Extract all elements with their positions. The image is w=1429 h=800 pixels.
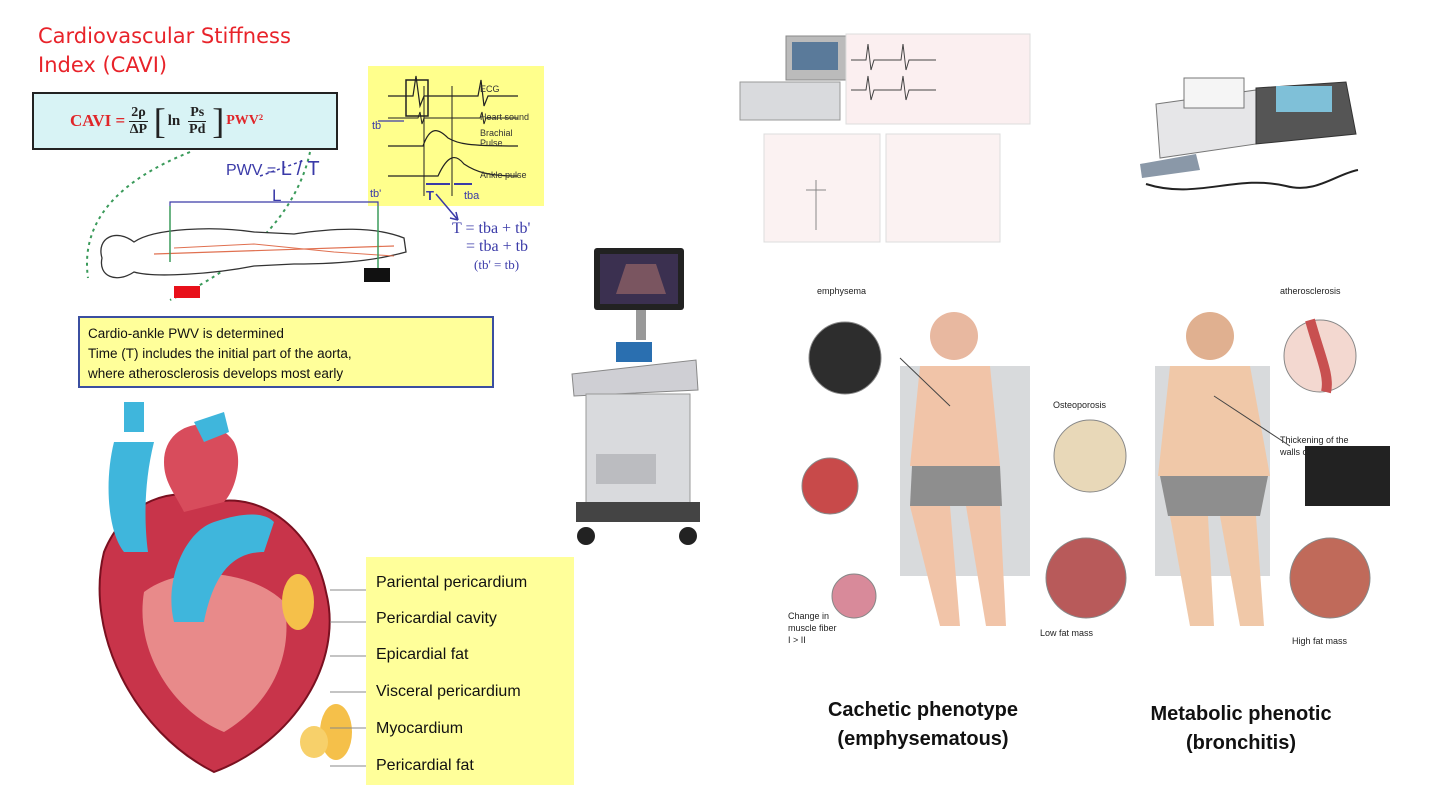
ultrasound-machine-image bbox=[571, 248, 700, 545]
arrow-to-equation bbox=[435, 193, 459, 221]
layer-leader-lines bbox=[330, 589, 370, 767]
t-tick: T bbox=[426, 188, 434, 203]
cavi-formula-box: CAVI = 2ρ ΔP [ ln Ps Pd ] PWV² bbox=[32, 92, 338, 150]
cachetic-caption-line1: Cachetic phenotype bbox=[827, 699, 1019, 721]
emphysema-label: emphysema bbox=[817, 286, 867, 296]
atherosclerosis-label: atherosclerosis bbox=[1280, 286, 1341, 296]
layer-label: Visceral pericardium bbox=[376, 683, 521, 700]
layer-label: Pariental pericardium bbox=[376, 574, 528, 591]
body-outline-figure bbox=[100, 201, 407, 298]
frac2-num: Ps bbox=[188, 104, 207, 122]
cavi-title: Cardiovascular Stiffness Index (CAVI) bbox=[38, 22, 291, 80]
frac1-num: 2ρ bbox=[129, 104, 148, 122]
t-eq-line3: (tb' = tb) bbox=[474, 257, 520, 272]
ecg-recorder-charts-image bbox=[739, 33, 1031, 243]
layer-label: Pericardial cavity bbox=[376, 610, 497, 627]
note-line: Cardio-ankle PWV is determined bbox=[88, 326, 284, 341]
cachetic-caption-line2: (emphysematous) bbox=[837, 728, 1009, 750]
pwv-expr: L / T bbox=[280, 158, 320, 180]
heart-sound-label: Heart sound bbox=[480, 112, 530, 122]
note-line: Time (T) includes the initial part of th… bbox=[88, 346, 352, 361]
time-equation: T = tba + tb' = tba + tb (tb' = tb) bbox=[452, 220, 530, 274]
osteoporosis-label: Osteoporosis bbox=[1053, 400, 1107, 410]
formula-pwv-squared: PWV² bbox=[226, 113, 264, 128]
cavi-note-box: Cardio-ankle PWV is determined Time (T) … bbox=[78, 316, 494, 388]
formula-frac2: Ps Pd bbox=[188, 104, 207, 138]
heart-illustration bbox=[98, 402, 352, 774]
pwv-formula: PWV = L / T bbox=[226, 158, 320, 181]
phenotype-illustrations bbox=[801, 312, 1390, 626]
cavi-formula: CAVI = 2ρ ΔP [ ln Ps Pd ] PWV² bbox=[70, 94, 263, 148]
dotted-arrows bbox=[86, 151, 311, 301]
pwv-label: PWV = bbox=[226, 162, 277, 179]
metabolic-caption-line1: Metabolic phenotic bbox=[1150, 703, 1332, 725]
frac2-den: Pd bbox=[189, 121, 206, 137]
high-fat-label: High fat mass bbox=[1292, 636, 1348, 646]
formula-frac1: 2ρ ΔP bbox=[129, 105, 148, 138]
bracket-open: [ bbox=[153, 101, 166, 141]
tb-tick: tb bbox=[372, 120, 382, 132]
t-eq-line2: = tba + tb bbox=[466, 238, 529, 255]
length-label: L bbox=[272, 186, 282, 205]
layer-label: Pericardial fat bbox=[376, 757, 474, 774]
frac1-den: ΔP bbox=[129, 121, 148, 137]
layer-label: Epicardial fat bbox=[376, 646, 469, 663]
low-fat-label: Low fat mass bbox=[1040, 628, 1094, 638]
ankle-pulse-label: Ankle pulse bbox=[480, 170, 527, 180]
tba-tick: tba bbox=[464, 190, 480, 202]
spirometer-image bbox=[1140, 77, 1359, 191]
tb-prime-tick: tb' bbox=[370, 188, 382, 200]
cachetic-caption: Cachetic phenotype (emphysematous) bbox=[808, 696, 1038, 754]
metabolic-caption: Metabolic phenotic (bronchitis) bbox=[1126, 700, 1356, 758]
ecg-label: ECG bbox=[480, 84, 500, 94]
t-eq-line1: T = tba + tb' bbox=[452, 220, 531, 237]
brachial-label: Brachial bbox=[480, 128, 513, 138]
formula-ln: ln bbox=[167, 112, 181, 129]
pulse-label: Pulse bbox=[480, 138, 503, 148]
cavi-title-line2: Index (CAVI) bbox=[38, 53, 168, 77]
bracket-close: ] bbox=[212, 101, 225, 141]
layer-label: Myocardium bbox=[376, 720, 464, 737]
ecg-waveform-panel: ECG Heart sound Brachial Pulse Ankle pul… bbox=[368, 66, 544, 206]
formula-lhs: CAVI = bbox=[70, 111, 126, 130]
ecg-waveforms bbox=[378, 75, 519, 196]
heart-layers-legend: Pariental pericardium Pericardial cavity… bbox=[366, 557, 574, 785]
muscle-fiber-label: Change in muscle fiber I > II bbox=[788, 611, 837, 645]
metabolic-caption-line2: (bronchitis) bbox=[1186, 732, 1296, 754]
note-line: where atherosclerosis develops most earl… bbox=[88, 366, 344, 381]
cavi-title-line1: Cardiovascular Stiffness bbox=[38, 24, 291, 48]
